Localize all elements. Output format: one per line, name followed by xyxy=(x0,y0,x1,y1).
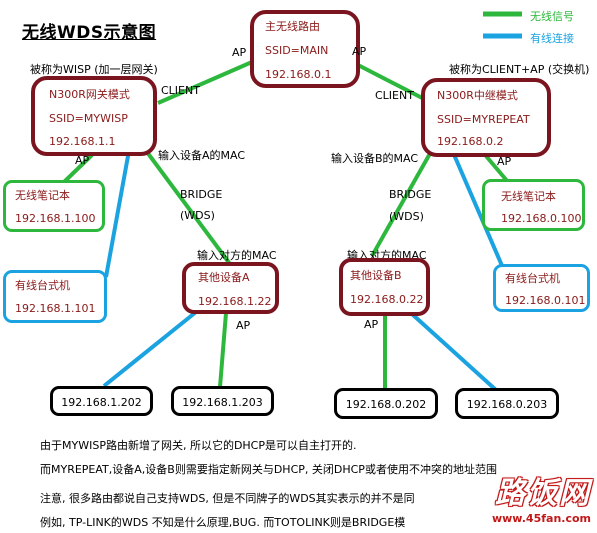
link-a-202 xyxy=(102,310,198,388)
right-router-ip: 192.168.0.2 xyxy=(437,135,504,148)
link-right-laptop xyxy=(484,154,510,184)
left-router-caption: 被称为WISP (加一层网关) xyxy=(30,63,158,76)
legend-wired-label: 有线连接 xyxy=(530,32,574,45)
device-b-ip: 192.168.0.22 xyxy=(350,293,424,306)
left-router-mode: N300R网关模式 xyxy=(49,88,130,101)
right-router-ssid: SSID=MYREPEAT xyxy=(437,113,530,126)
main-router-ip: 192.168.0.1 xyxy=(265,68,332,81)
other-device-a: 其他设备A 192.168.1.22 xyxy=(182,262,279,314)
right-laptop-name: 无线笔记本 xyxy=(501,190,556,203)
watermark-logo: 路饭网 xyxy=(495,476,591,511)
left-router: N300R网关模式 SSID=MYWISP 192.168.1.1 xyxy=(31,76,157,156)
left-bridge-label: BRIDGE xyxy=(180,188,223,201)
client-192-168-0-202: 192.168.0.202 xyxy=(334,388,438,419)
main-router: 主无线路由 SSID=MAIN 192.168.0.1 xyxy=(250,10,360,88)
note-line-2: 而MYREPEAT,设备A,设备B则需要指定新网关与DHCP, 关闭DHCP或者… xyxy=(40,463,497,476)
left-wireless-laptop: 无线笔记本 192.168.1.100 xyxy=(3,180,105,232)
link-left-device-a xyxy=(142,146,232,266)
device-a-peer-mac-label: 输入对方的MAC xyxy=(197,249,277,262)
link-left-laptop xyxy=(62,153,94,184)
right-wired-desktop: 有线台式机 192.168.0.101 xyxy=(493,264,590,312)
link-b-203 xyxy=(410,312,498,392)
left-wds-label: (WDS) xyxy=(180,209,215,222)
left-laptop-ip: 192.168.1.100 xyxy=(15,212,96,225)
client-ip: 192.168.0.202 xyxy=(345,398,427,411)
device-a-ip: 192.168.1.22 xyxy=(198,295,272,308)
left-router-ip: 192.168.1.1 xyxy=(49,135,116,148)
note-line-4: 例如, TP-LINK的WDS 不知是什么原理,BUG. 而TOTOLINK则是… xyxy=(40,516,406,529)
link-main-left xyxy=(157,60,253,105)
device-a-ap-label: AP xyxy=(236,319,251,332)
left-laptop-name: 无线笔记本 xyxy=(15,189,70,202)
other-device-b: 其他设备B 192.168.0.22 xyxy=(339,258,430,316)
left-wired-desktop: 有线台式机 192.168.1.101 xyxy=(3,270,107,323)
client-192-168-1-202: 192.168.1.202 xyxy=(50,386,153,416)
client-192-168-0-203: 192.168.0.203 xyxy=(455,388,559,419)
link-left-desktop xyxy=(104,144,132,278)
left-ap-label: AP xyxy=(75,154,90,167)
client-192-168-1-203: 192.168.1.203 xyxy=(171,386,274,416)
watermark-url: www.45fan.com xyxy=(491,512,591,525)
left-router-ssid: SSID=MYWISP xyxy=(49,112,128,125)
left-client-label: CLIENT xyxy=(161,84,200,97)
right-wds-label: (WDS) xyxy=(389,210,424,223)
main-right-ap-label: AP xyxy=(352,45,367,58)
right-router-mode: N300R中继模式 xyxy=(437,89,518,102)
note-line-1: 由于MYWISP路由新增了网关, 所以它的DHCP是可以自主打开的. xyxy=(40,439,357,452)
link-main-right xyxy=(357,63,431,104)
right-router: N300R中继模式 SSID=MYREPEAT 192.168.0.2 xyxy=(421,78,551,157)
device-a-name: 其他设备A xyxy=(198,271,250,284)
main-router-ssid: SSID=MAIN xyxy=(265,44,329,57)
client-ip: 192.168.1.202 xyxy=(61,396,142,409)
input-mac-a-label: 输入设备A的MAC xyxy=(158,149,246,162)
link-right-device-b xyxy=(370,149,434,257)
right-ap-label: AP xyxy=(497,155,512,168)
client-ip: 192.168.1.203 xyxy=(182,396,263,409)
right-client-label: CLIENT xyxy=(375,89,414,102)
right-desktop-name: 有线台式机 xyxy=(505,272,560,285)
main-router-name: 主无线路由 xyxy=(265,20,320,33)
link-a-203 xyxy=(218,312,228,388)
client-ip: 192.168.0.203 xyxy=(466,398,548,411)
input-mac-b-label: 输入设备B的MAC xyxy=(331,152,419,165)
right-bridge-label: BRIDGE xyxy=(389,188,432,201)
device-b-name: 其他设备B xyxy=(350,269,402,282)
device-b-ap-label: AP xyxy=(364,318,379,331)
left-desktop-ip: 192.168.1.101 xyxy=(15,302,96,315)
watermark: 路饭网 www.45fan.com xyxy=(492,468,591,525)
right-laptop-ip: 192.168.0.100 xyxy=(501,212,582,225)
left-desktop-name: 有线台式机 xyxy=(15,279,70,292)
right-router-caption: 被称为CLIENT+AP (交换机) xyxy=(449,63,590,76)
main-left-ap-label: AP xyxy=(232,46,247,59)
right-wireless-laptop: 无线笔记本 192.168.0.100 xyxy=(482,179,585,231)
diagram-title: 无线WDS示意图 xyxy=(22,23,157,43)
note-line-3: 注意, 很多路由都说自己支持WDS, 但是不同牌子的WDS其实表示的并不是同 xyxy=(40,492,415,505)
legend-wireless-label: 无线信号 xyxy=(530,10,574,23)
right-desktop-ip: 192.168.0.101 xyxy=(505,294,586,307)
link-right-desktop xyxy=(450,149,505,269)
